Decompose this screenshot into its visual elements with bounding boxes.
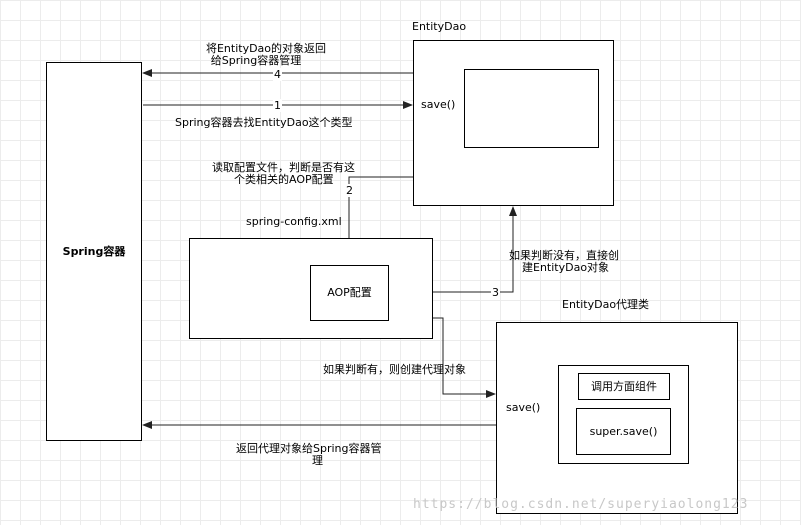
- entitydao-inner-box: [464, 69, 599, 148]
- edge-1-number: 1: [273, 99, 282, 112]
- edge-3-label-line1: 如果判断没有，直接创: [509, 249, 619, 262]
- edge-4-number: 4: [273, 68, 282, 81]
- edge-2-number: 2: [345, 184, 354, 197]
- proxy-save-method: save(): [506, 401, 541, 414]
- call-aspect-node: [578, 373, 670, 400]
- spring-container-node: [46, 62, 142, 441]
- call-aspect-label: 调用方面组件: [591, 380, 657, 393]
- edge-3-number: 3: [491, 286, 500, 299]
- super-save-node: [576, 408, 671, 455]
- edge-2: [345, 176, 413, 265]
- watermark: https://blog.csdn.net/superyiaolong123: [413, 497, 749, 512]
- aop-config-label: AOP配置: [327, 286, 372, 299]
- edge-2-label-line1: 读取配置文件，判断是否有这: [212, 161, 355, 174]
- aop-config-node: [310, 265, 389, 321]
- spring-config-title: spring-config.xml: [246, 215, 342, 228]
- edge-3-label-line2: 建EntityDao对象: [522, 261, 610, 274]
- edge-4-label-line1: 将EntityDao的对象返回: [205, 42, 327, 55]
- edge-2-label-line2: 个类相关的AOP配置: [234, 173, 334, 186]
- entitydao-title: EntityDao: [412, 20, 467, 33]
- super-save-label: super.save(): [589, 425, 658, 438]
- return-proxy-label-line1: 返回代理对象给Spring容器管: [236, 442, 382, 455]
- entitydao-save-method: save(): [421, 98, 456, 111]
- edge-4-label-line2: 给Spring容器管理: [210, 54, 302, 67]
- return-proxy-label-line2: 理: [312, 454, 323, 467]
- proxy-title: EntityDao代理类: [562, 298, 650, 311]
- proxy-create-label: 如果判断有，则创建代理对象: [323, 363, 466, 376]
- spring-container-label: Spring容器: [62, 245, 126, 258]
- edge-1-label: Spring容器去找EntityDao这个类型: [175, 116, 353, 129]
